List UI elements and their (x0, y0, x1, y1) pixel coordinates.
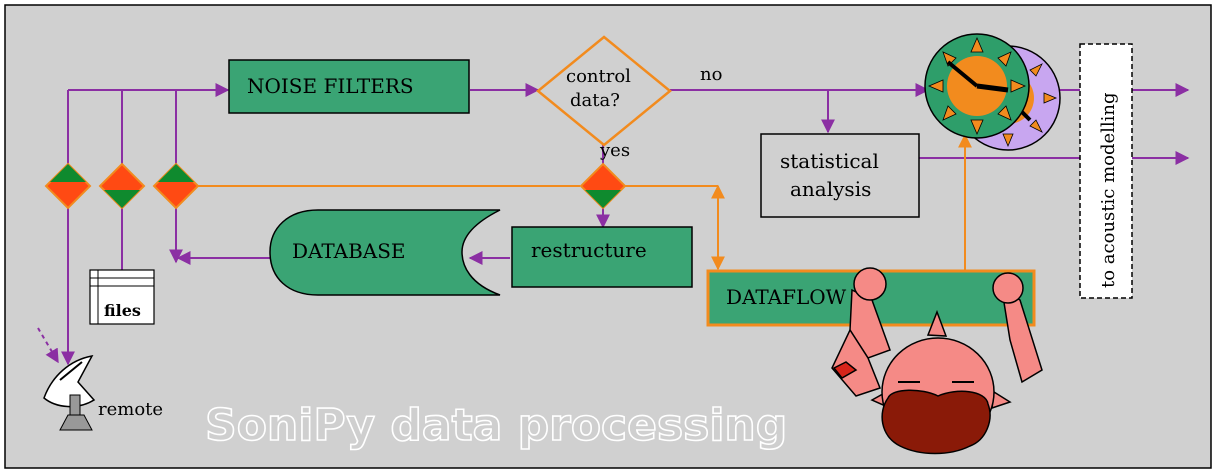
satellite-dish-icon (43, 354, 96, 431)
orange-flow-lines (180, 133, 972, 272)
dataflow-label: DATAFLOW (726, 285, 847, 309)
control-label-line2: data? (570, 90, 620, 111)
files-icon: files (89, 269, 155, 325)
junction-diamond-3 (152, 162, 200, 210)
noise-filters-box: NOISE FILTERS (228, 59, 470, 114)
statistical-analysis-box: statistical analysis (760, 133, 920, 218)
junction-diamond-1 (44, 162, 92, 210)
no-label: no (700, 64, 722, 85)
remote-label: remote (98, 399, 163, 420)
acoustic-modelling-label: to acoustic modelling (1098, 92, 1119, 288)
restructure-box: restructure (511, 226, 693, 288)
statistical-label-line2: analysis (790, 177, 871, 201)
clock-icon (924, 33, 1061, 151)
database-label: DATABASE (292, 239, 406, 263)
acoustic-modelling-box: to acoustic modelling (1079, 43, 1133, 299)
files-label: files (104, 301, 141, 320)
control-label-line1: control (566, 66, 631, 87)
statistical-label-line1: statistical (780, 149, 879, 173)
junction-diamond-4 (579, 162, 627, 210)
database-storage: DATABASE (269, 209, 501, 296)
control-data-decision: control data? (536, 35, 672, 147)
person-figure (831, 267, 1043, 455)
watermark-title: SoniPy data processing (205, 400, 787, 451)
junction-diamond-2 (98, 162, 146, 210)
yes-label: yes (599, 140, 630, 161)
restructure-label: restructure (531, 238, 647, 262)
noise-filters-label: NOISE FILTERS (247, 74, 414, 98)
purple-flow-lines (37, 83, 1190, 366)
